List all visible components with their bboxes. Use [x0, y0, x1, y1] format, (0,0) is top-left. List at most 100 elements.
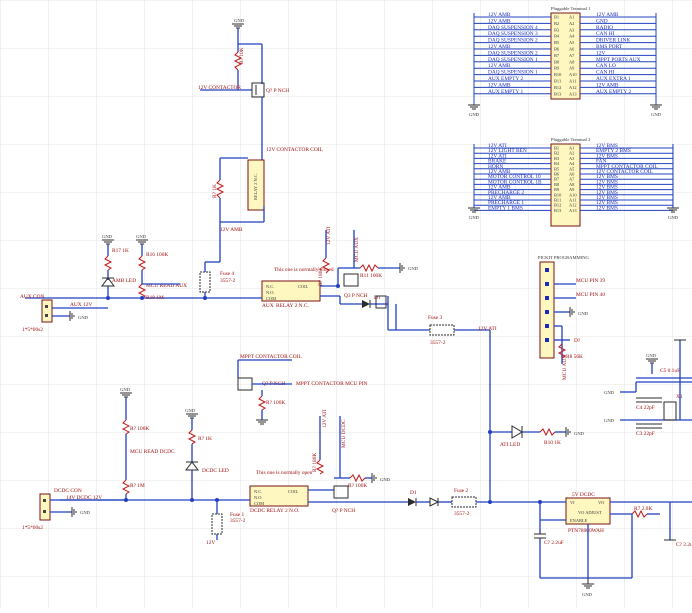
terminal-2-title: Pluggable Terminal 2 — [551, 137, 591, 142]
terminal-pin-right: A7 — [569, 177, 575, 182]
terminal-net-right: 12V BMS — [596, 174, 618, 180]
terminal-net-left: MOTOR CONTROL 1B — [488, 179, 542, 185]
gnd-mppt — [256, 419, 268, 425]
svg-text:VO ADJUST: VO ADJUST — [578, 510, 602, 515]
terminal-pin-right: A3 — [569, 27, 575, 32]
terminal-pin-right: A13 — [569, 208, 577, 213]
svg-text:RELAY 2 N.C.: RELAY 2 N.C. — [253, 173, 258, 200]
gnd-label: GND — [234, 18, 245, 23]
gnd-r11: GND — [399, 263, 419, 273]
svg-text:AMB LED: AMB LED — [112, 278, 136, 284]
note-normally-closed: This one is normally closed — [274, 267, 334, 273]
gnd-c4-label: GND — [604, 390, 615, 395]
terminal-pin-right: A6 — [569, 47, 575, 52]
net-12v-ati-out: 12V ATI — [478, 326, 497, 332]
terminal-pin-left: B4 — [554, 34, 560, 39]
terminal-pin-right: A4 — [569, 161, 575, 166]
svg-text:R? 10K: R? 10K — [239, 47, 245, 64]
net-12v-contactor-coil: 12V CONTACTOR COIL — [266, 147, 323, 153]
terminal-net-right: BMS PORT — [596, 44, 623, 50]
resistor-r8: R8 56K — [557, 343, 583, 360]
terminal-net-left: 12V AMB — [488, 12, 511, 18]
terminal-net-left: 12V ATI — [488, 153, 507, 159]
gnd-r10: GND — [565, 427, 585, 437]
terminal-net-left: MOTOR CONTROL 10 — [488, 174, 541, 180]
terminal-pin-left: B10 — [554, 72, 562, 77]
net-pickit-vdd: D? — [574, 338, 581, 344]
gnd-label: GND — [380, 477, 391, 482]
terminal-net-left: HORN — [488, 164, 503, 170]
terminal-pin-left: B11 — [554, 79, 561, 84]
junction — [215, 498, 219, 502]
terminal-net-right: 12V AMB — [596, 82, 619, 88]
cap-c3: C3 22pF — [636, 423, 662, 437]
terminal-pin-right: A8 — [569, 182, 575, 187]
resistor-r-180k-dcdc: R? 180K — [312, 453, 325, 475]
dcdc-con-label: DCDC CON — [54, 488, 82, 494]
terminal-net-right: EMPTY 2 BMS — [596, 148, 631, 154]
terminal-net-right: MPPT CONTACTOR COIL — [596, 164, 658, 170]
resistor-r17: R17 1K — [103, 248, 129, 271]
terminal-pin-left: B8 — [554, 59, 560, 64]
mosfet-q3: Q3 P NCH — [343, 273, 368, 299]
svg-text:R? 100K: R? 100K — [130, 426, 149, 432]
terminal-pin-left: B3 — [554, 27, 560, 32]
reg-title: 5V DCDC — [572, 492, 595, 498]
resistor-r-1k-dcdc: R? 1K — [187, 429, 212, 445]
gnd-pickit: GND — [569, 307, 589, 317]
svg-text:3557-2: 3557-2 — [430, 340, 446, 346]
net-mcu-aux-pin: MCU AUX — [562, 355, 568, 380]
gnd-label: GND — [102, 234, 113, 239]
relay-12v-contactor: RELAY 2 N.C. — [247, 159, 265, 211]
terminal-net-left: 12V AMB — [488, 18, 511, 24]
svg-text:Fuse 1: Fuse 1 — [230, 512, 245, 518]
aux-con-label: AUX CON — [20, 294, 45, 300]
gnd-label: GND — [120, 387, 131, 392]
svg-text:Fuse 3: Fuse 3 — [428, 315, 443, 321]
terminal-pin-left: B13 — [554, 208, 562, 213]
svg-text:VI: VI — [570, 500, 575, 505]
svg-text:ATI LED: ATI LED — [500, 442, 520, 448]
svg-text:Fuse 2: Fuse 2 — [454, 488, 469, 494]
gnd-label: GND — [469, 215, 480, 220]
terminal-pin-left: B1 — [554, 146, 559, 151]
svg-text:R18 1M: R18 1M — [146, 295, 164, 301]
mosfet-q-top: Q? P NCH — [251, 82, 289, 98]
terminal-pin-right: A6 — [569, 172, 575, 177]
resistor-r7: R7 2.0K — [631, 506, 652, 519]
resistor-r-100k-q: R? 100K — [348, 473, 367, 489]
terminal-net-right: 12V — [596, 50, 605, 56]
terminal-net-right: 12V BMS — [596, 179, 618, 185]
gnd-label: GND — [574, 431, 585, 436]
terminal-pin-right: A2 — [569, 21, 574, 26]
net-12v-amb: 12V AMB — [220, 227, 243, 233]
dcdc-relay: N.C. N.O. COM COIL DCDC RELAY 2 N.O. — [249, 485, 309, 514]
svg-text:Q? P NCH: Q? P NCH — [266, 88, 289, 94]
svg-text:C4 22pF: C4 22pF — [636, 405, 655, 411]
gnd-label: GND — [582, 592, 593, 597]
gnd-label: GND — [80, 510, 91, 515]
terminal-1-gnd-left: GND — [468, 104, 480, 117]
regulator-5v: VI VO VO ADJUST ENABLE PTN78000WAH — [565, 497, 611, 534]
resistor-r-1m-dcdc: R? 1M — [121, 479, 145, 495]
terminal-net-left: DAQ SUSPENSION 4 — [488, 25, 538, 31]
terminal-pin-left: B5 — [554, 40, 560, 45]
terminal-pin-right: A1 — [569, 146, 574, 151]
pickit-title: PICKIT PROGRAMMING — [538, 255, 590, 260]
cap-c-out-label: C? 2.2uF — [676, 542, 692, 548]
junction — [203, 296, 207, 300]
net-mcu-dcdc: MCU DCDC — [341, 419, 347, 448]
terminal-net-left: BRAKE — [488, 159, 507, 165]
terminal-2-gnd-right: GND — [667, 207, 679, 220]
svg-text:COM: COM — [254, 501, 264, 506]
svg-text:R? 1K: R? 1K — [198, 436, 212, 442]
terminal-net-right: RADIO — [596, 25, 613, 31]
terminal-net-left: DAQ SUSPENSION 2 — [488, 50, 538, 56]
terminal-pin-right: A5 — [569, 166, 575, 171]
net-mcu-read-aux: MCU READ AUX — [146, 283, 187, 289]
gnd-reg: GND — [582, 578, 594, 597]
terminal-1-gnd-right: GND — [650, 104, 662, 117]
